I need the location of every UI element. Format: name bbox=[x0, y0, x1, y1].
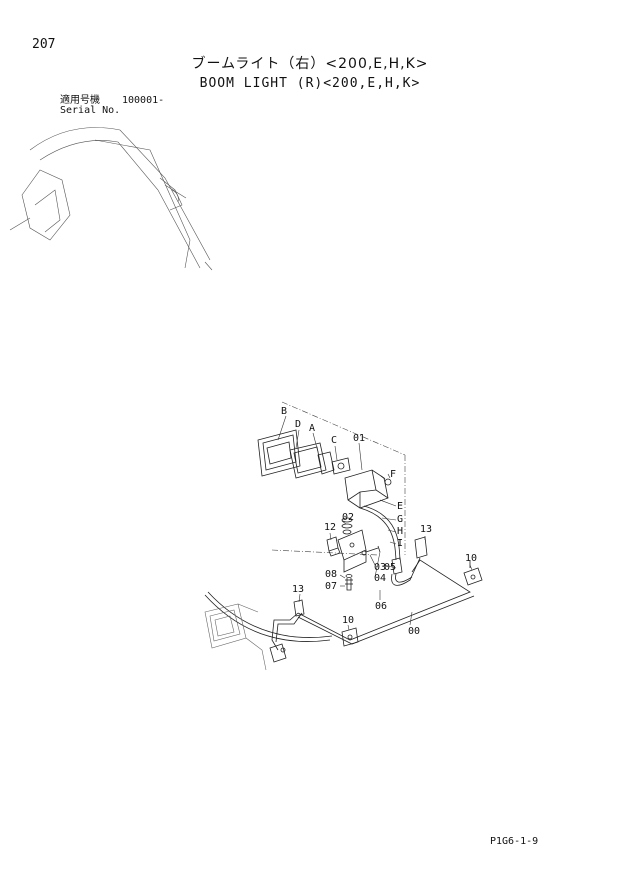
callout-I: I bbox=[397, 538, 403, 549]
bolt-08-07 bbox=[345, 574, 353, 591]
callout-10-lower: 10 bbox=[342, 615, 354, 626]
bulb-holder-A bbox=[317, 451, 335, 475]
parts-frame bbox=[271, 401, 406, 556]
callout-06: 06 bbox=[375, 601, 387, 612]
callout-01: 01 bbox=[353, 433, 365, 444]
clamp-10-right bbox=[463, 560, 483, 586]
callout-00: 00 bbox=[408, 626, 420, 637]
clip-block-12 bbox=[326, 536, 341, 557]
bolt-03-04 bbox=[361, 545, 381, 556]
washers-02 bbox=[341, 517, 353, 535]
callout-D: D bbox=[295, 419, 301, 430]
title-english: BOOM LIGHT (R)<200,E,H,K> bbox=[199, 76, 421, 91]
callout-A: A bbox=[309, 423, 315, 434]
callout-13-lower: 13 bbox=[292, 584, 304, 595]
leader-lines bbox=[277, 415, 473, 631]
callout-08: 08 bbox=[325, 569, 337, 580]
cab-light-thumbnail bbox=[204, 603, 267, 671]
callout-02: 02 bbox=[342, 512, 354, 523]
callout-04: 04 bbox=[374, 573, 386, 584]
callout-10-right: 10 bbox=[465, 553, 477, 564]
callout-labels: B D A C 01 F E G H I 02 12 03 05 04 08 0… bbox=[281, 406, 477, 637]
callout-05: 05 bbox=[384, 562, 396, 573]
callout-E: E bbox=[397, 501, 403, 512]
boom-location-thumbnail bbox=[9, 127, 213, 271]
clamp-10-lower bbox=[341, 627, 359, 647]
clip-13-upper bbox=[414, 536, 428, 559]
callout-12: 12 bbox=[324, 522, 336, 533]
callout-07: 07 bbox=[325, 581, 337, 592]
callout-03: 03 bbox=[374, 562, 386, 573]
mounting-bracket bbox=[337, 529, 367, 573]
document-code: P1G6-1-9 bbox=[490, 836, 539, 847]
serial-label-english: Serial No. bbox=[60, 105, 121, 116]
page-number: 207 bbox=[32, 37, 56, 52]
callout-G: G bbox=[397, 514, 403, 525]
callout-13-upper: 13 bbox=[420, 524, 432, 535]
serial-number-range: 100001- bbox=[122, 95, 165, 106]
callout-B: B bbox=[281, 406, 287, 417]
connector-05 bbox=[391, 557, 403, 575]
screw-F bbox=[380, 475, 392, 486]
lamp-housing-01 bbox=[344, 469, 389, 509]
lower-connector bbox=[269, 643, 287, 663]
serial-label-japanese: 適用号機 bbox=[60, 95, 100, 106]
lamp-rim-D bbox=[289, 442, 327, 479]
callout-F: F bbox=[390, 469, 396, 480]
harness-00 bbox=[271, 559, 475, 651]
wire-harness-06 bbox=[204, 505, 421, 642]
bulb-C bbox=[331, 457, 351, 475]
callout-C: C bbox=[331, 435, 337, 446]
callout-H: H bbox=[397, 526, 403, 537]
title-japanese: ブームライト（右）<200,E,H,K> bbox=[191, 56, 429, 72]
